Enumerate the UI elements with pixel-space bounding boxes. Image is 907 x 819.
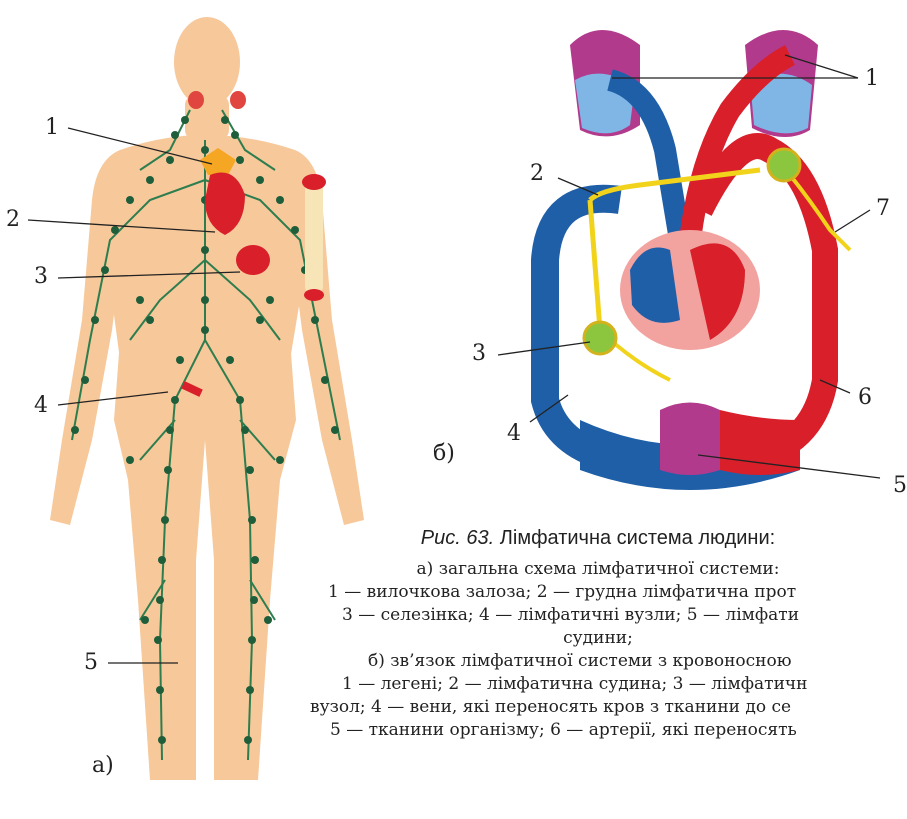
bone-marrow-bottom-icon xyxy=(304,289,324,301)
lymph-node-dot xyxy=(248,516,256,524)
lymph-node-dot xyxy=(246,466,254,474)
lymph-node-dot xyxy=(246,686,254,694)
lymph-node-dot xyxy=(136,296,144,304)
label-a-1: 1 xyxy=(45,117,59,139)
lymph-node-dot xyxy=(201,146,209,154)
lymph-node-dot xyxy=(141,616,149,624)
caption-line: 1 — вилочкова залоза; 2 — грудна лімфати… xyxy=(328,581,907,604)
lymph-node-dot xyxy=(256,176,264,184)
lymph-node-dot xyxy=(171,396,179,404)
lymph-node-dot xyxy=(236,156,244,164)
lymph-node-dot xyxy=(331,426,339,434)
label-b-7: 7 xyxy=(876,198,890,220)
spleen-icon xyxy=(236,245,270,275)
lymph-node-dot xyxy=(236,396,244,404)
label-a-3: 3 xyxy=(34,266,48,288)
lymph-node-dot xyxy=(156,686,164,694)
lymph-node-dot xyxy=(291,226,299,234)
lymph-node-icon xyxy=(768,149,800,181)
figure-caption: Рис. 63. Лімфатична система людини: а) з… xyxy=(318,527,907,742)
lymph-node-dot xyxy=(176,356,184,364)
panel-b-label: б) xyxy=(433,443,455,465)
label-b-1: 1 xyxy=(865,68,879,90)
caption-line: вузол; 4 — вени, які переносять кров з т… xyxy=(310,696,907,719)
label-b-6: 6 xyxy=(858,387,872,409)
lymph-node-dot xyxy=(158,556,166,564)
lymph-node-dot xyxy=(146,316,154,324)
lymph-node-dot xyxy=(264,616,272,624)
lymph-node-dot xyxy=(231,131,239,139)
circulation-diagram xyxy=(545,30,850,490)
caption-line: судини; xyxy=(318,627,878,650)
lymph-node-dot xyxy=(256,316,264,324)
lymph-node-dot xyxy=(221,116,229,124)
lymph-node-dot xyxy=(161,516,169,524)
lymph-node-dot xyxy=(266,296,274,304)
lymph-node-dot xyxy=(101,266,109,274)
label-b-5: 5 xyxy=(893,475,907,497)
lymph-node-dot xyxy=(201,326,209,334)
label-b-3: 3 xyxy=(472,343,486,365)
label-a-2: 2 xyxy=(6,209,20,231)
lymph-node-dot xyxy=(156,596,164,604)
lymph-node-dot xyxy=(248,636,256,644)
caption-line: 3 — селезінка; 4 — лімфатичні вузли; 5 —… xyxy=(342,604,907,627)
lymph-node-dot xyxy=(126,456,134,464)
lymph-node-dot xyxy=(166,426,174,434)
caption-title: Рис. 63. Лімфатична система людини: xyxy=(318,527,878,550)
lymph-node-icon xyxy=(584,322,616,354)
figure-number: Рис. 63. xyxy=(421,527,494,549)
panel-a-label: а) xyxy=(92,755,114,777)
lymph-node-dot xyxy=(146,176,154,184)
lymph-node-dot xyxy=(171,131,179,139)
lymph-node-dot xyxy=(321,376,329,384)
lymph-node-dot xyxy=(164,466,172,474)
label-b-4: 4 xyxy=(507,423,521,445)
lymph-node-dot xyxy=(91,316,99,324)
lymph-node-dot xyxy=(250,596,258,604)
bone-marrow-top-icon xyxy=(302,174,326,190)
lymph-node-dot xyxy=(166,156,174,164)
caption-line: б) зв’язок лімфатичної системи з кровоно… xyxy=(368,650,907,673)
label-a-5: 5 xyxy=(84,652,98,674)
bone-icon xyxy=(305,175,323,295)
lymph-node-dot xyxy=(71,426,79,434)
label-a-4: 4 xyxy=(34,395,48,417)
lymph-node-dot xyxy=(276,196,284,204)
lymph-node-dot xyxy=(201,246,209,254)
lymph-node-dot xyxy=(226,356,234,364)
lymph-node-dot xyxy=(244,736,252,744)
caption-line: 1 — легені; 2 — лімфатична судина; 3 — л… xyxy=(342,673,907,696)
lymph-node-dot xyxy=(158,736,166,744)
tonsil-left-icon xyxy=(188,91,204,109)
lymph-node-dot xyxy=(276,456,284,464)
label-b-2: 2 xyxy=(530,163,544,185)
lymph-node-dot xyxy=(111,226,119,234)
lymph-node-dot xyxy=(241,426,249,434)
caption-line: а) загальна схема лімфатичної системи: xyxy=(318,558,878,581)
lymph-node-dot xyxy=(201,296,209,304)
lymph-node-dot xyxy=(311,316,319,324)
lymph-node-dot xyxy=(126,196,134,204)
lymph-node-dot xyxy=(154,636,162,644)
lymph-node-dot xyxy=(251,556,259,564)
lymph-node-dot xyxy=(81,376,89,384)
caption-line: 5 — тканини організму; 6 — артерії, які … xyxy=(330,719,907,742)
lymph-node-dot xyxy=(181,116,189,124)
caption-heading: Лімфатична система людини: xyxy=(500,527,775,549)
tonsil-right-icon xyxy=(230,91,246,109)
